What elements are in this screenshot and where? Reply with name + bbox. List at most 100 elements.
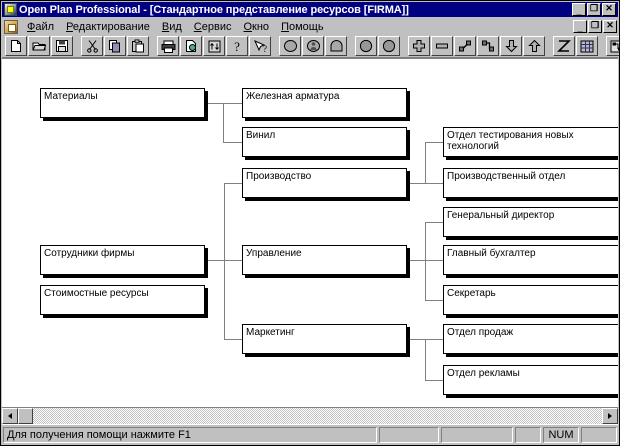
diagram-node[interactable]: Производственный отдел [443, 168, 618, 198]
menu-item-tools[interactable]: Сервис [193, 20, 232, 33]
diagram-node-label: Железная арматура [246, 91, 340, 102]
sort-icon[interactable] [203, 36, 225, 56]
paste-icon[interactable] [127, 36, 149, 56]
menu-item-window[interactable]: Окно [243, 20, 270, 33]
menu-item-file[interactable]: Файл [27, 20, 55, 33]
diagram-node[interactable]: Секретарь [443, 285, 618, 315]
diagram-node-label: Производственный отдел [447, 171, 566, 182]
diagram-node[interactable]: Железная арматура [242, 88, 407, 118]
add-plus-icon[interactable] [408, 36, 430, 56]
mdi-close-icon: ✕ [606, 20, 614, 30]
layout-tree-icon[interactable] [606, 36, 619, 56]
mdi-document-icon[interactable] [4, 19, 18, 34]
connector-line [407, 260, 425, 261]
menu-item-view[interactable]: Вид [161, 20, 182, 33]
diagram-node-label: Маркетинг [246, 327, 295, 338]
diagram-node[interactable]: Генеральный директор [443, 207, 618, 237]
grid-table-icon[interactable] [576, 36, 598, 56]
diagram-node-label: Генеральный директор [447, 210, 555, 221]
left-arrow-icon [8, 413, 12, 419]
link-icon[interactable] [454, 36, 476, 56]
status-num-indicator: NUM [543, 426, 579, 443]
connector-line [425, 339, 443, 340]
connector-line [425, 339, 426, 380]
connector-line [425, 142, 426, 183]
print-preview-icon[interactable] [180, 36, 202, 56]
svg-text:?: ? [263, 44, 267, 53]
title-bar[interactable]: Open Plan Professional - [Стандартное пр… [2, 2, 618, 17]
window-controls: _ ❐ ✕ [572, 3, 617, 16]
unlink-icon[interactable] [477, 36, 499, 56]
print-icon[interactable] [157, 36, 179, 56]
status-panel-5 [581, 426, 617, 443]
mdi-restore-icon: ❐ [590, 20, 600, 30]
connector-line [425, 222, 426, 300]
circle-filled-2-icon[interactable] [378, 36, 400, 56]
copy-icon[interactable] [104, 36, 126, 56]
status-panel-2 [441, 426, 513, 443]
circle-filled-icon[interactable] [355, 36, 377, 56]
mdi-restore-button[interactable]: ❐ [588, 20, 602, 33]
connector-line [425, 260, 443, 261]
diagram-node-label: Главный бухгалтер [447, 248, 536, 259]
connector-line [425, 142, 443, 143]
restore-button[interactable]: ❐ [587, 3, 601, 16]
connector-line [407, 183, 425, 184]
connector-line [223, 142, 242, 143]
connector-line [425, 380, 443, 381]
remove-minus-icon[interactable] [431, 36, 453, 56]
open-folder-icon[interactable] [28, 36, 50, 56]
diagram-node[interactable]: Управление [242, 245, 407, 275]
scroll-left-arrow[interactable] [2, 408, 18, 424]
status-panel-1 [379, 426, 439, 443]
connector-line [224, 183, 225, 339]
diagram-node-label: Отдел рекламы [447, 368, 520, 379]
new-file-icon[interactable] [5, 36, 27, 56]
connector-line [425, 183, 443, 184]
diagram-node[interactable]: Отдел рекламы [443, 365, 618, 395]
scrollbar-thumb[interactable] [18, 408, 33, 424]
menu-item-help[interactable]: Помощь [281, 20, 324, 33]
close-icon: ✕ [605, 3, 613, 13]
ellipse-person-icon[interactable] [302, 36, 324, 56]
connector-line [224, 339, 242, 340]
diagram-node[interactable]: Отдел тестирования новых технологий [443, 127, 618, 157]
zigzag-icon[interactable] [553, 36, 575, 56]
shape-arch-icon[interactable] [325, 36, 347, 56]
connector-line [224, 183, 242, 184]
mdi-close-button[interactable]: ✕ [603, 20, 617, 33]
close-button[interactable]: ✕ [602, 3, 616, 16]
ellipse-gray-icon[interactable] [279, 36, 301, 56]
connector-line [205, 103, 223, 104]
diagram-node[interactable]: Сотрудники фирмы [40, 245, 205, 275]
menu-item-edit[interactable]: Редактирование [66, 20, 150, 33]
save-disk-icon[interactable] [51, 36, 73, 56]
diagram-node[interactable]: Производство [242, 168, 407, 198]
diagram-node[interactable]: Главный бухгалтер [443, 245, 618, 275]
minimize-button[interactable]: _ [572, 3, 586, 16]
cut-scissors-icon[interactable] [81, 36, 103, 56]
diagram-node[interactable]: Материалы [40, 88, 205, 118]
scrollbar-track[interactable] [18, 408, 602, 424]
diagram-node[interactable]: Отдел продаж [443, 324, 618, 354]
diagram-node-label: Материалы [44, 91, 98, 102]
window-title: Open Plan Professional - [Стандартное пр… [19, 3, 409, 16]
toolbar: ? ? [2, 35, 619, 58]
horizontal-scrollbar[interactable] [2, 407, 618, 424]
status-panel-3 [515, 426, 541, 443]
menu-bar: Файл Редактирование Вид Сервис Окно Помо… [2, 18, 618, 35]
diagram-node[interactable]: Стоимостные ресурсы [40, 285, 205, 315]
diagram-node[interactable]: Винил [242, 127, 407, 157]
diagram-node[interactable]: Маркетинг [242, 324, 407, 354]
context-help-icon[interactable]: ? [249, 36, 271, 56]
mdi-minimize-button[interactable]: _ [573, 20, 587, 33]
help-question-icon[interactable]: ? [226, 36, 248, 56]
move-down-icon[interactable] [500, 36, 522, 56]
move-up-icon[interactable] [523, 36, 545, 56]
diagram-node-label: Стоимостные ресурсы [44, 288, 149, 299]
scroll-right-arrow[interactable] [602, 408, 618, 424]
diagram-node-label: Сотрудники фирмы [44, 248, 135, 259]
